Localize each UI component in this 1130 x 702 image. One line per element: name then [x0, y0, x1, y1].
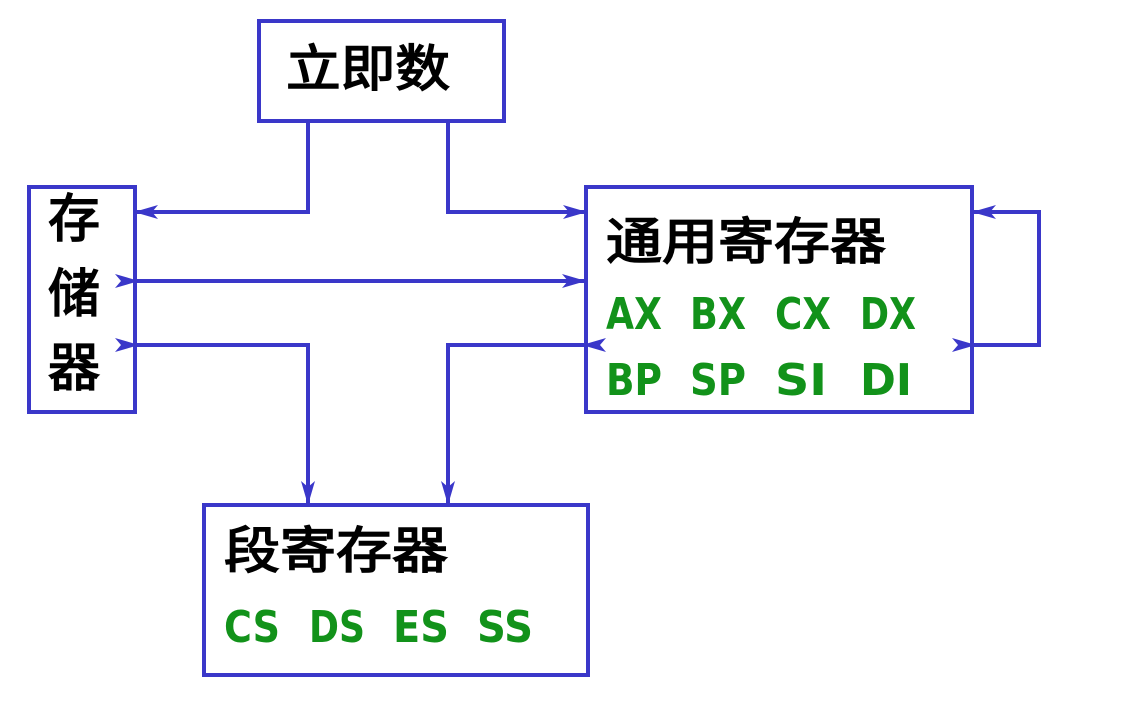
register-cx: CX: [775, 289, 831, 340]
immediate-box: [257, 19, 506, 123]
immediate-title: 立即数: [286, 40, 450, 98]
register-ax: AX: [606, 289, 662, 340]
register-di: DI: [860, 355, 912, 406]
memory-box: [27, 185, 137, 414]
memory-char-1: 存: [48, 190, 100, 250]
arrow-memory-segment-registers: [115, 338, 315, 505]
segment-registers-box: [202, 503, 590, 677]
arrow-immediate-to-general-registers: [446, 121, 587, 219]
register-sp: SP: [690, 355, 746, 406]
register-es: ES: [393, 602, 449, 653]
arrow-immediate-to-memory: [134, 121, 310, 219]
register-cs: CS: [224, 602, 280, 653]
register-si: SI: [775, 355, 827, 406]
register-bp: BP: [606, 355, 662, 406]
register-bx: BX: [690, 289, 746, 340]
register-ss: SS: [477, 602, 533, 653]
arrow-general-segment-registers: [441, 338, 606, 505]
memory-char-3: 器: [48, 339, 101, 399]
general-registers-title: 通用寄存器: [606, 213, 887, 271]
memory-char-2: 储: [48, 265, 100, 325]
arrow-general-registers-loop: [952, 205, 1041, 352]
register-ds: DS: [309, 602, 365, 653]
register-dx: DX: [860, 289, 916, 340]
segment-registers-title: 段寄存器: [224, 522, 449, 580]
